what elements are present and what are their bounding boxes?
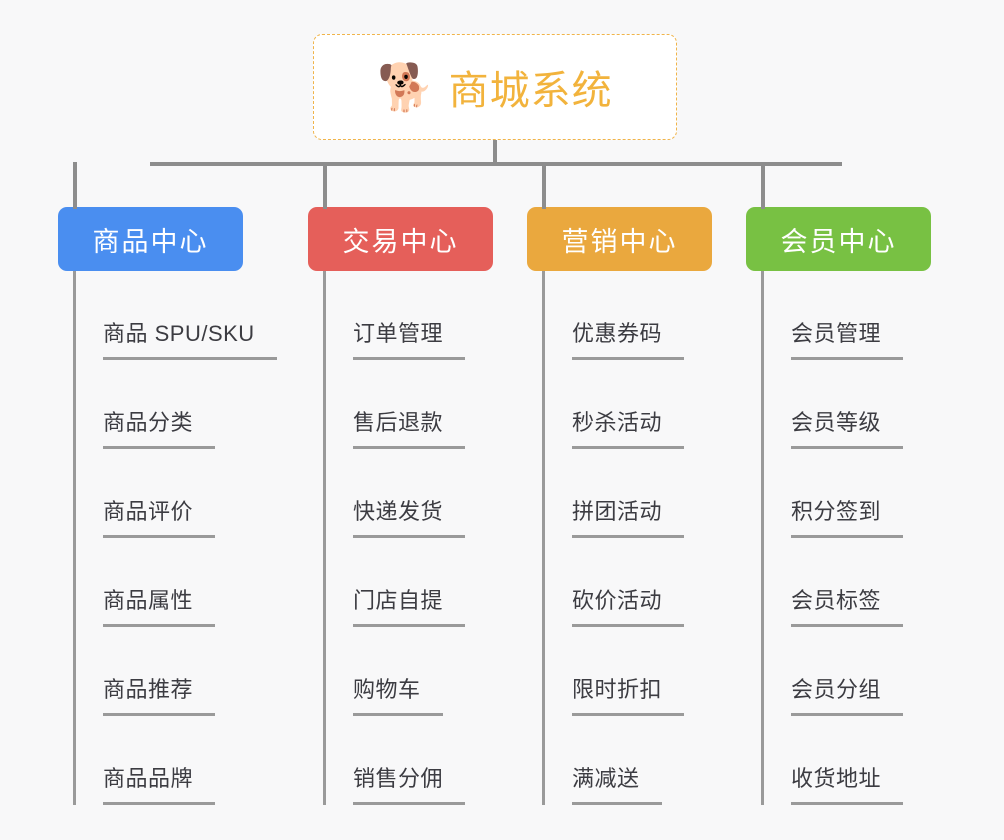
- trunk-drop-line-trade-center: [323, 162, 327, 209]
- leaf-label: 收货地址: [791, 761, 904, 805]
- leaf-label: 商品评价: [103, 494, 216, 538]
- column-spine-line: [73, 271, 76, 805]
- category-header-marketing-center[interactable]: 营销中心: [527, 207, 712, 271]
- leaf-label: 快递发货: [353, 494, 466, 538]
- leaf-label: 会员管理: [791, 316, 904, 360]
- list-item[interactable]: 会员管理: [746, 271, 931, 360]
- leaf-label: 限时折扣: [572, 672, 685, 716]
- category-header-member-center[interactable]: 会员中心: [746, 207, 931, 271]
- column-spine-line: [323, 271, 326, 805]
- column-member-center: 会员中心会员管理会员等级积分签到会员标签会员分组收货地址: [746, 207, 931, 805]
- list-item[interactable]: 会员标签: [746, 538, 931, 627]
- list-item[interactable]: 售后退款: [308, 360, 493, 449]
- leaf-label: 优惠券码: [572, 316, 685, 360]
- root-node[interactable]: 🐕 商城系统: [313, 34, 677, 140]
- list-item[interactable]: 收货地址: [746, 716, 931, 805]
- leaf-label: 会员分组: [791, 672, 904, 716]
- category-header-label: 商品中心: [92, 226, 209, 257]
- list-item[interactable]: 订单管理: [308, 271, 493, 360]
- leaf-label: 商品属性: [103, 583, 216, 627]
- column-spine-line: [542, 271, 545, 805]
- category-header-trade-center[interactable]: 交易中心: [308, 207, 493, 271]
- root-title: 商城系统: [448, 69, 613, 113]
- trunk-drop-line-product-center: [73, 162, 77, 209]
- list-item[interactable]: 限时折扣: [527, 627, 712, 716]
- leaf-list-marketing-center: 优惠券码秒杀活动拼团活动砍价活动限时折扣满减送: [527, 271, 712, 805]
- leaf-label: 砍价活动: [572, 583, 685, 627]
- list-item[interactable]: 积分签到: [746, 449, 931, 538]
- leaf-list-product-center: 商品 SPU/SKU 商品分类商品评价商品属性商品推荐商品品牌: [58, 271, 277, 805]
- category-header-product-center[interactable]: 商品中心: [58, 207, 243, 271]
- column-spine-line: [761, 271, 764, 805]
- leaf-label: 商品 SPU/SKU: [103, 316, 277, 360]
- shiba-dog-icon: 🐕: [377, 61, 435, 113]
- leaf-label: 销售分佣: [353, 761, 466, 805]
- list-item[interactable]: 商品 SPU/SKU: [58, 271, 277, 360]
- leaf-label: 门店自提: [353, 583, 466, 627]
- leaf-label: 购物车: [353, 672, 443, 716]
- list-item[interactable]: 商品品牌: [58, 716, 243, 805]
- leaf-label: 售后退款: [353, 405, 466, 449]
- leaf-label: 会员标签: [791, 583, 904, 627]
- list-item[interactable]: 商品属性: [58, 538, 243, 627]
- category-header-label: 营销中心: [561, 226, 678, 257]
- list-item[interactable]: 会员分组: [746, 627, 931, 716]
- category-header-label: 交易中心: [342, 226, 459, 257]
- column-trade-center: 交易中心订单管理售后退款快递发货门店自提购物车销售分佣: [308, 207, 493, 805]
- list-item[interactable]: 拼团活动: [527, 449, 712, 538]
- list-item[interactable]: 商品分类: [58, 360, 243, 449]
- list-item[interactable]: 销售分佣: [308, 716, 493, 805]
- list-item[interactable]: 门店自提: [308, 538, 493, 627]
- leaf-label: 商品分类: [103, 405, 216, 449]
- leaf-label: 商品品牌: [103, 761, 216, 805]
- leaf-list-member-center: 会员管理会员等级积分签到会员标签会员分组收货地址: [746, 271, 931, 805]
- trunk-bus-line: [150, 162, 842, 166]
- trunk-drop-line-member-center: [761, 162, 765, 209]
- list-item[interactable]: 满减送: [527, 716, 712, 805]
- list-item[interactable]: 快递发货: [308, 449, 493, 538]
- list-item[interactable]: 购物车: [308, 627, 493, 716]
- list-item[interactable]: 优惠券码: [527, 271, 712, 360]
- column-marketing-center: 营销中心优惠券码秒杀活动拼团活动砍价活动限时折扣满减送: [527, 207, 712, 805]
- category-header-label: 会员中心: [780, 226, 897, 257]
- list-item[interactable]: 商品推荐: [58, 627, 243, 716]
- leaf-label: 满减送: [572, 761, 662, 805]
- trunk-stem-line: [493, 140, 497, 164]
- leaf-label: 商品推荐: [103, 672, 216, 716]
- column-product-center: 商品中心商品 SPU/SKU 商品分类商品评价商品属性商品推荐商品品牌: [58, 207, 277, 805]
- list-item[interactable]: 会员等级: [746, 360, 931, 449]
- list-item[interactable]: 秒杀活动: [527, 360, 712, 449]
- trunk-drop-line-marketing-center: [542, 162, 546, 209]
- leaf-label: 拼团活动: [572, 494, 685, 538]
- list-item[interactable]: 商品评价: [58, 449, 243, 538]
- leaf-list-trade-center: 订单管理售后退款快递发货门店自提购物车销售分佣: [308, 271, 493, 805]
- leaf-label: 秒杀活动: [572, 405, 685, 449]
- leaf-label: 积分签到: [791, 494, 904, 538]
- leaf-label: 会员等级: [791, 405, 904, 449]
- list-item[interactable]: 砍价活动: [527, 538, 712, 627]
- leaf-label: 订单管理: [353, 316, 466, 360]
